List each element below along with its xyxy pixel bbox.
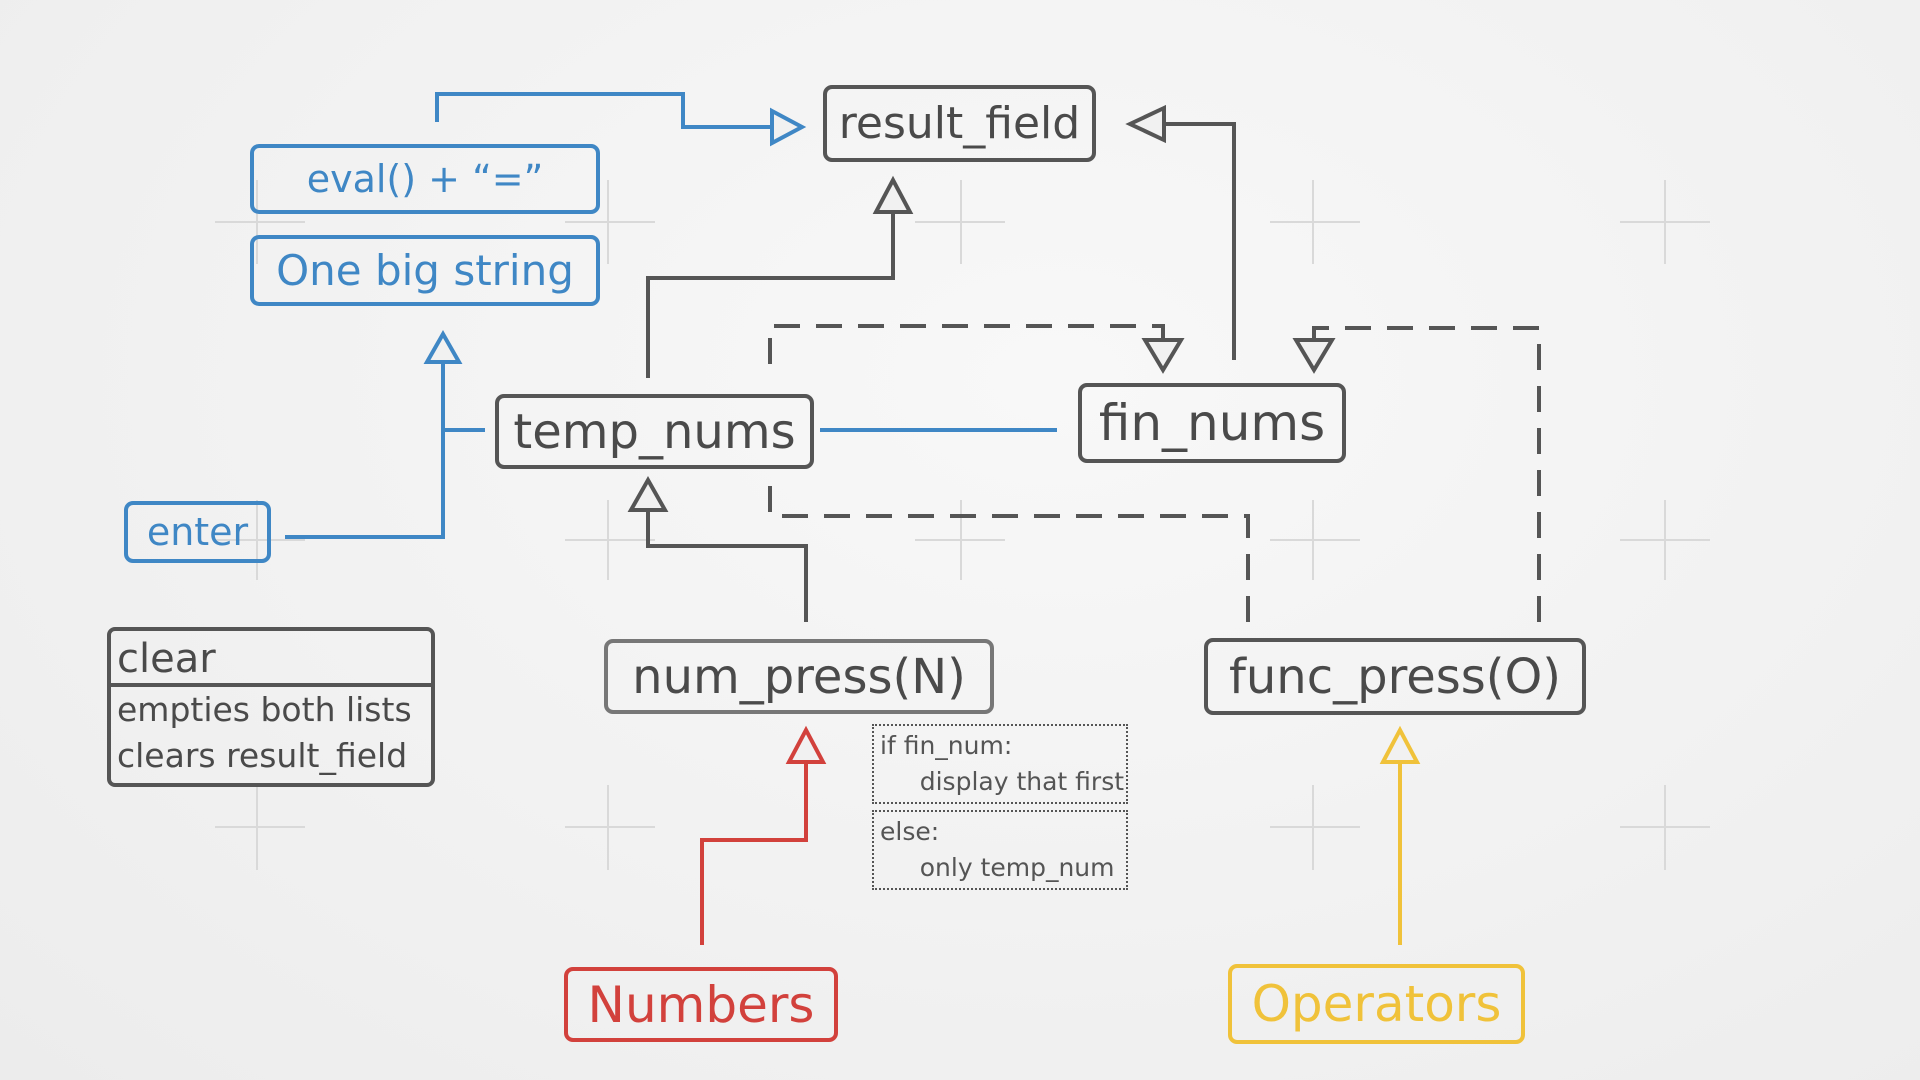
func-press-node: func_press(O) bbox=[1204, 638, 1586, 715]
edge-num-to-temp bbox=[646, 510, 808, 622]
one-big-string-node: One big string bbox=[250, 235, 600, 306]
arrowhead-result-bottom bbox=[872, 175, 914, 214]
eval-equals-node: eval() + “=” bbox=[250, 144, 600, 214]
edge-numbers-to-num bbox=[700, 762, 808, 945]
fin-nums-node: fin_nums bbox=[1078, 383, 1346, 463]
dashed-temp-to-fin bbox=[768, 324, 1165, 364]
edge-temp-to-result bbox=[646, 212, 895, 378]
clear-line-1: empties both lists bbox=[117, 690, 412, 729]
edge-eval-to-result bbox=[435, 92, 772, 129]
operators-node: Operators bbox=[1228, 964, 1525, 1044]
edge-enter-to-string bbox=[285, 362, 445, 539]
clear-line-2: clears result_field bbox=[117, 736, 408, 775]
arrowhead-temp-bottom bbox=[627, 475, 669, 512]
arrowhead-result-right bbox=[1125, 104, 1166, 144]
note-if-fin-num: if fin_num: display that first bbox=[872, 724, 1128, 804]
num-press-node: num_press(N) bbox=[604, 639, 994, 714]
temp-nums-node: temp_nums bbox=[495, 394, 814, 469]
arrowhead-result-left bbox=[770, 107, 807, 147]
background-crosshairs bbox=[215, 180, 1710, 870]
note-else: else: only temp_num bbox=[872, 810, 1128, 890]
arrowhead-string-up bbox=[423, 329, 463, 364]
result-field-node: result_field bbox=[823, 85, 1096, 162]
clear-title: clear bbox=[111, 631, 431, 687]
arrowhead-fin-left bbox=[1141, 338, 1185, 374]
clear-node: clear empties both lists clears result_f… bbox=[107, 627, 435, 787]
edge-fin-to-result bbox=[1164, 122, 1236, 360]
numbers-node: Numbers bbox=[564, 967, 838, 1042]
arrowhead-func-bottom bbox=[1379, 725, 1421, 764]
dashed-func-to-fin bbox=[1312, 326, 1541, 622]
dashed-func-to-temp bbox=[768, 480, 1250, 622]
enter-node: enter bbox=[124, 501, 271, 563]
arrowhead-num-bottom bbox=[785, 725, 827, 764]
arrowhead-fin-right bbox=[1292, 338, 1336, 374]
